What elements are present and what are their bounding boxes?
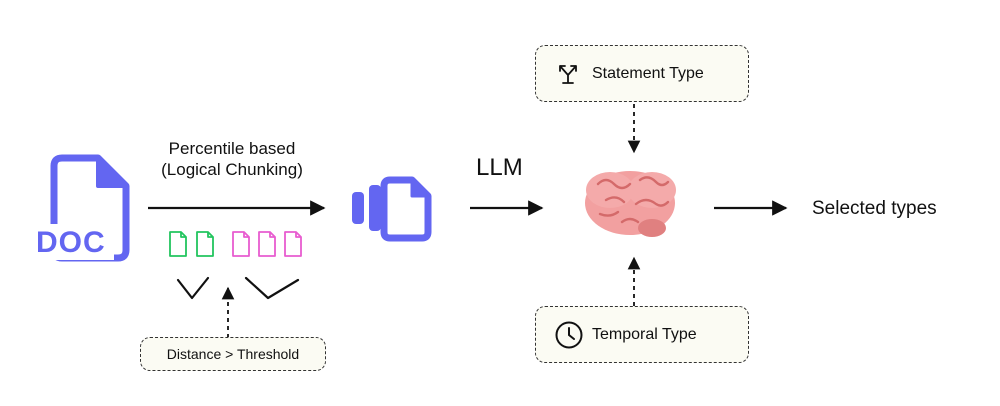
statement-type-label: Statement Type <box>592 64 704 82</box>
distance-threshold-box: Distance > Threshold <box>140 337 326 371</box>
chunk-icons <box>169 231 302 257</box>
pink-chunk-icon <box>284 231 302 257</box>
llm-label: LLM <box>476 154 523 181</box>
pink-chunk-icon <box>258 231 276 257</box>
doc-label: DOC <box>36 226 106 259</box>
doc-file-icon <box>34 154 130 262</box>
chunks-stack-icon <box>352 176 432 242</box>
green-chunk-icon <box>196 231 214 257</box>
distance-threshold-label: Distance > Threshold <box>166 346 300 362</box>
temporal-type-label: Temporal Type <box>592 325 697 343</box>
chunking-label-line2: (Logical Chunking) <box>161 160 303 180</box>
green-chunk-icon <box>169 231 187 257</box>
pink-chunk-icon <box>232 231 250 257</box>
clock-icon <box>555 321 583 348</box>
brain-icon <box>585 171 676 237</box>
chunking-label: Percentile based (Logical Chunking) <box>148 138 316 181</box>
selected-types-label: Selected types <box>812 198 937 219</box>
temporal-type-box: Temporal Type <box>535 306 749 363</box>
statement-type-box: Statement Type <box>535 45 749 102</box>
split-arrow-icon <box>559 64 577 84</box>
chunking-label-line1: Percentile based <box>168 139 296 158</box>
green-group-bracket <box>176 276 210 300</box>
pink-group-bracket <box>244 276 300 300</box>
